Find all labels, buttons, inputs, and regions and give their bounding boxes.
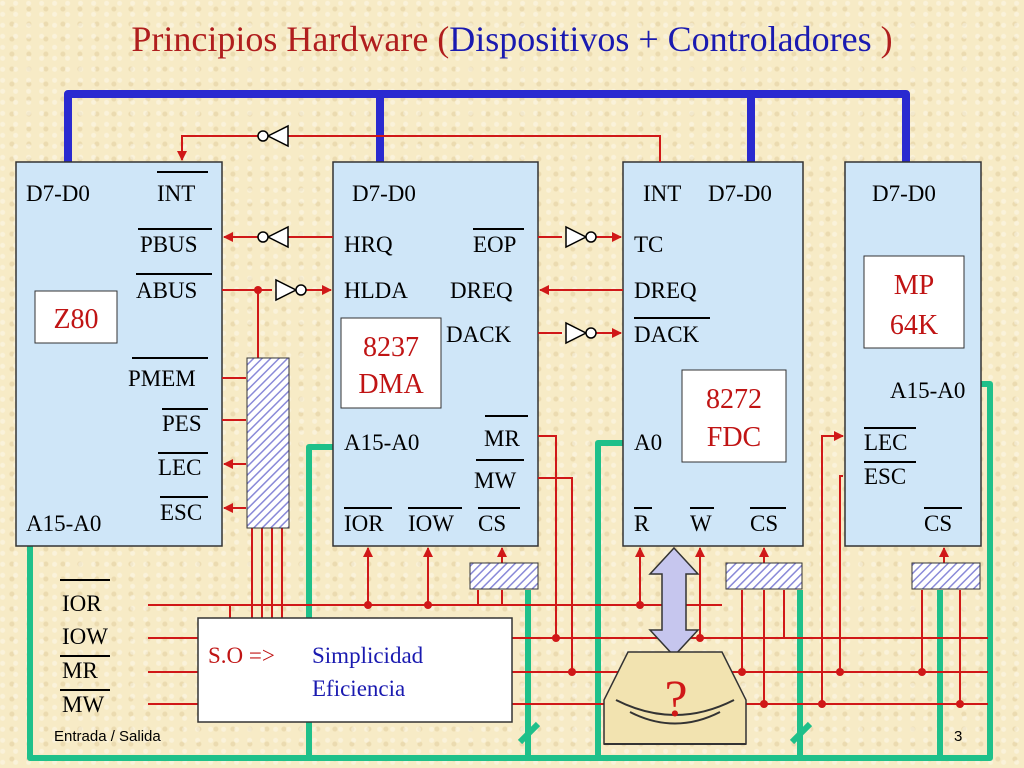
inverter-dack xyxy=(565,321,597,345)
mp-a15a0: A15-A0 xyxy=(890,378,965,403)
mp-chip-line2: 64K xyxy=(890,310,938,341)
inverter-eop xyxy=(565,225,597,249)
inverter-hrq xyxy=(257,225,289,249)
bus-ior: IOR xyxy=(62,591,102,616)
fdc-int: INT xyxy=(643,181,681,206)
dma-ior: IOR xyxy=(344,511,384,536)
footer-left: Entrada / Salida xyxy=(54,728,161,745)
mp-chip-box xyxy=(863,255,965,349)
so-box xyxy=(197,617,513,723)
bus-overbars xyxy=(60,579,110,691)
so-line2: Eficiencia xyxy=(312,676,405,701)
mp-box xyxy=(844,161,982,547)
dma-hlda: HLDA xyxy=(344,278,408,303)
slide-title: Principios Hardware (Dispositivos + Cont… xyxy=(0,18,1024,60)
mp-labels: D7-D0 A15-A0 LEC ESC CS xyxy=(864,181,965,536)
fdc-w: W xyxy=(690,511,712,536)
fdc-cs-decoder xyxy=(725,562,803,590)
dma-cs: CS xyxy=(478,511,506,536)
z80-pes: PES xyxy=(162,411,202,436)
dma-cs-decoder xyxy=(469,562,539,590)
z80-pbus: PBUS xyxy=(140,232,198,257)
data-bus xyxy=(64,90,910,168)
fdc-drive-arrow xyxy=(648,546,700,658)
z80-lec: LEC xyxy=(158,455,201,480)
dma-chip-box xyxy=(340,317,442,409)
address-bus xyxy=(27,381,993,761)
dma-chip-line2: DMA xyxy=(358,369,424,400)
fdc-dack: DACK xyxy=(634,322,700,347)
fdc-box xyxy=(622,161,804,547)
fdc-chip-line1: 8272 xyxy=(706,384,762,415)
dma-dreq: DREQ xyxy=(450,278,513,303)
dma-overbars xyxy=(344,228,528,509)
fdc-cs: CS xyxy=(750,511,778,536)
z80-pmem: PMEM xyxy=(128,366,196,391)
drive-question-mark: ? xyxy=(664,671,687,728)
title-part2: Dispositivos + Controladores xyxy=(449,19,872,59)
fdc-r: R xyxy=(634,511,650,536)
footer-page: 3 xyxy=(954,728,962,745)
fdc-a0: A0 xyxy=(634,430,662,455)
mp-cs: CS xyxy=(924,511,952,536)
dma-labels: D7-D0 HRQ EOP HLDA DREQ DACK A15-A0 MR M… xyxy=(344,181,520,536)
dma-iow: IOW xyxy=(408,511,454,536)
fdc-chip-line2: FDC xyxy=(707,422,761,453)
bus-labels: IOR IOW MR MW xyxy=(62,591,108,717)
mp-cs-decoder xyxy=(911,562,981,590)
z80-overbars xyxy=(132,171,212,498)
so-prefix: S.O => xyxy=(208,643,275,668)
fdc-chip-box xyxy=(681,369,787,463)
dma-eop: EOP xyxy=(473,232,516,257)
mp-chip-line1: MP xyxy=(894,270,934,301)
inverter-int xyxy=(257,124,289,148)
title-part1: Principios Hardware ( xyxy=(131,19,450,59)
z80-box xyxy=(15,161,223,547)
z80-labels: D7-D0 INT PBUS ABUS PMEM PES LEC ESC A15… xyxy=(26,181,202,536)
bus-mw: MW xyxy=(62,692,104,717)
dma-hrq: HRQ xyxy=(344,232,393,257)
dma-a15a0: A15-A0 xyxy=(344,430,419,455)
fdc-d7d0: D7-D0 xyxy=(708,181,772,206)
junction-dots xyxy=(254,286,964,708)
bus-iow: IOW xyxy=(62,624,108,649)
so-line1: Simplicidad xyxy=(312,643,424,668)
z80-d7d0: D7-D0 xyxy=(26,181,90,206)
bus-mr: MR xyxy=(62,658,98,683)
mp-esc: ESC xyxy=(864,464,906,489)
z80-a15a0: A15-A0 xyxy=(26,511,101,536)
dma-chip-line1: 8237 xyxy=(363,332,419,363)
fdc-tc: TC xyxy=(634,232,663,257)
floppy-drive-icon xyxy=(603,651,747,745)
mp-overbars xyxy=(864,427,962,509)
mp-d7d0: D7-D0 xyxy=(872,181,936,206)
dma-d7d0: D7-D0 xyxy=(352,181,416,206)
mp-lec: LEC xyxy=(864,430,907,455)
dma-dack: DACK xyxy=(446,322,512,347)
fdc-overbars xyxy=(634,317,786,509)
dma-mw: MW xyxy=(474,468,516,493)
z80-int: INT xyxy=(157,181,195,206)
z80-decoder xyxy=(246,357,290,529)
fdc-labels: INT D7-D0 TC DREQ DACK A0 R W CS xyxy=(634,181,778,536)
z80-esc: ESC xyxy=(160,500,202,525)
title-part3: ) xyxy=(871,19,893,59)
z80-chip-label: Z80 xyxy=(53,304,98,335)
inverter-hlda xyxy=(275,278,307,302)
fdc-dreq: DREQ xyxy=(634,278,697,303)
dma-mr: MR xyxy=(484,426,520,451)
z80-abus: ABUS xyxy=(136,278,197,303)
control-signals xyxy=(148,135,988,705)
z80-chip-box xyxy=(34,290,118,344)
